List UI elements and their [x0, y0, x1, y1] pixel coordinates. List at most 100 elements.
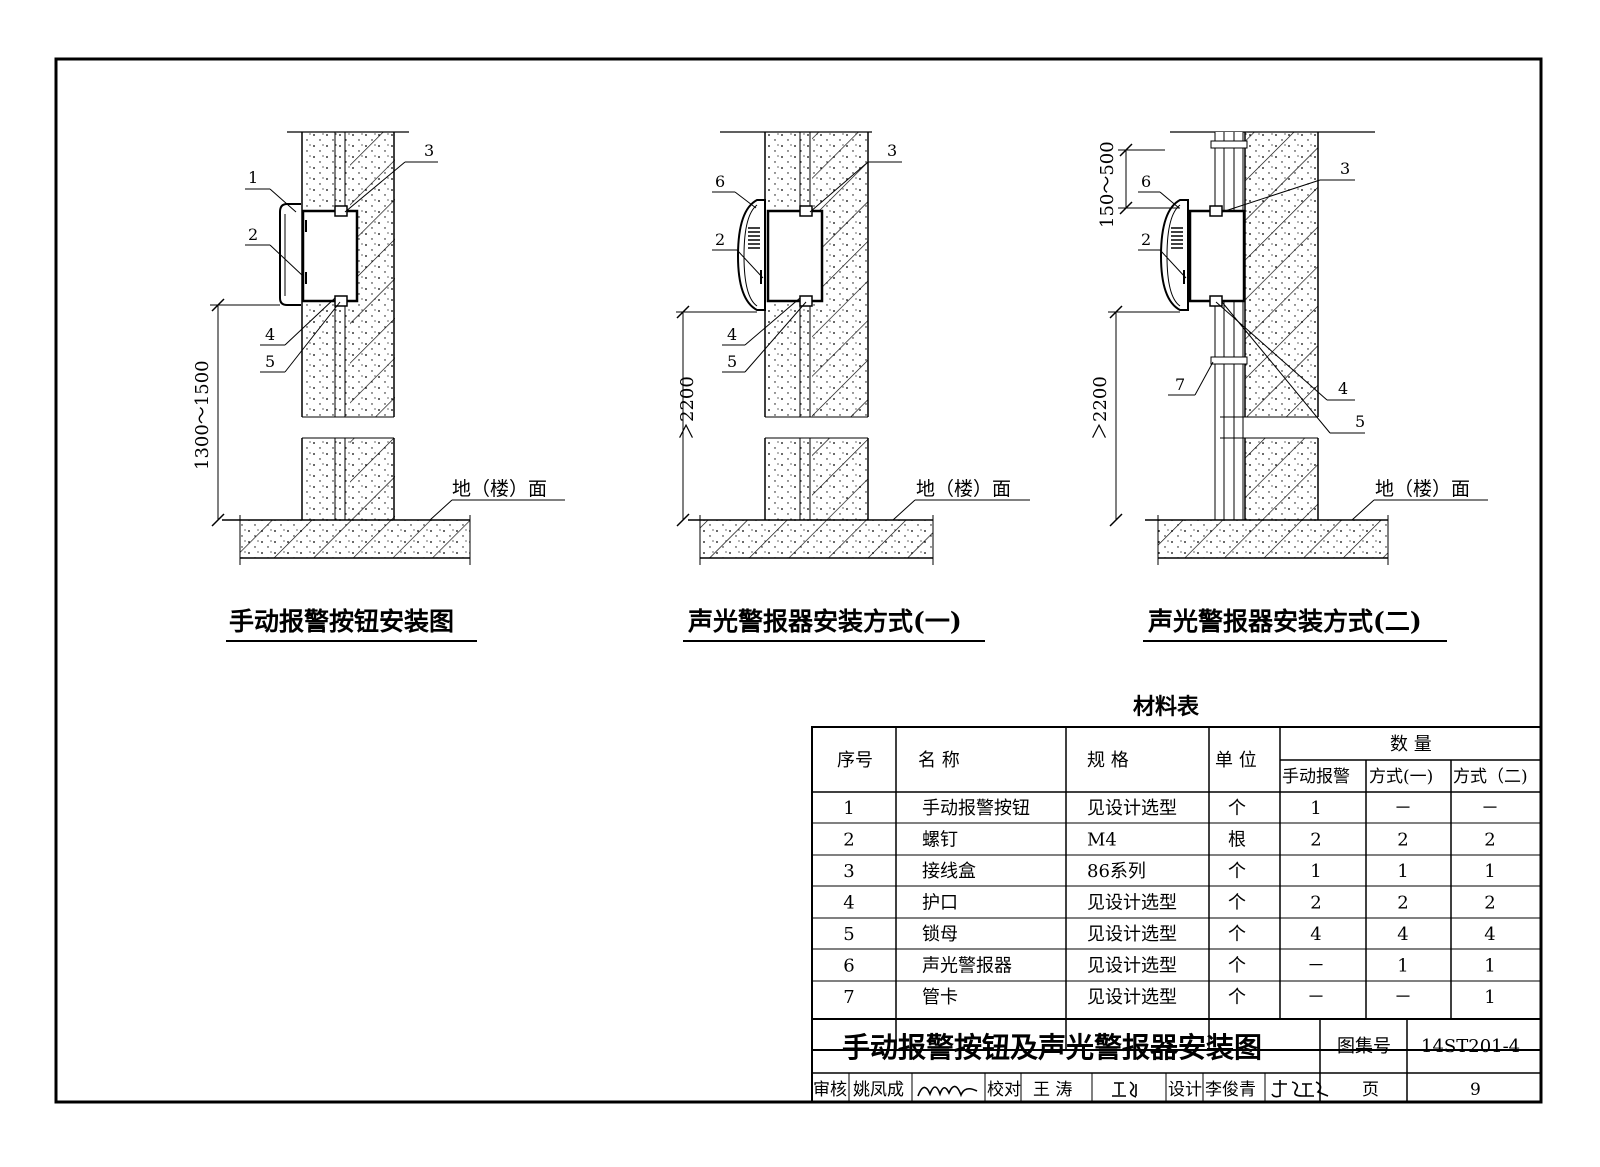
table-cell-unit: 个: [1228, 798, 1246, 819]
table-cell-spec: 见设计选型: [1087, 798, 1177, 819]
table-cell-index: 4: [843, 893, 854, 914]
view-title: 手动报警按钮安装图: [229, 607, 454, 636]
view-manual-alarm-button: 1 2 3 4 5 1300～1500 地（楼）面 手动报警按钮安装图: [192, 131, 565, 642]
junction-box: [766, 209, 824, 303]
floor-label: 地（楼）面: [452, 478, 547, 500]
design-label: 设计: [1168, 1080, 1202, 1100]
reviewer-name: 姚凤成: [853, 1080, 904, 1100]
table-cell-index: 3: [843, 861, 854, 882]
junction-box: [1188, 209, 1246, 303]
table-cell-q1: 1: [1310, 861, 1321, 882]
checker-signature: [1112, 1081, 1137, 1098]
table-cell-q2: 1: [1397, 956, 1408, 977]
title-block: 手动报警按钮及声光警报器安装图 图集号 14ST201-4 审核 姚凤成 校对 …: [811, 1018, 1542, 1103]
table-cell-unit: 根: [1228, 830, 1246, 851]
table-cell-spec: 见设计选型: [1087, 987, 1177, 1008]
floor-slab: [688, 515, 934, 565]
floor-slab: [1145, 515, 1389, 565]
table-cell-q3: 2: [1484, 893, 1495, 914]
view-title: 声光警报器安装方式(二): [1148, 607, 1422, 636]
callout-2: 2: [1141, 230, 1151, 249]
header-q2: 方式(一): [1369, 767, 1433, 787]
table-cell-spec: 见设计选型: [1087, 924, 1177, 945]
table-cell-q3: 1: [1484, 956, 1495, 977]
table-cell-q3: －: [1481, 798, 1499, 819]
header-unit: 单 位: [1215, 750, 1257, 771]
review-label: 审核: [813, 1080, 847, 1100]
callout-4: 4: [265, 325, 275, 344]
page-label: 页: [1362, 1080, 1379, 1100]
header-quantity: 数 量: [1390, 734, 1432, 755]
callout-1: 1: [248, 168, 258, 187]
table-cell-name: 接线盒: [922, 861, 976, 882]
callout-6: 6: [715, 172, 725, 191]
header-q1: 手动报警: [1282, 767, 1350, 787]
table-cell-q1: －: [1307, 987, 1325, 1008]
table-cell-q2: 4: [1397, 924, 1408, 945]
callout-3: 3: [1340, 159, 1350, 178]
table-cell-spec: 86系列: [1087, 861, 1146, 882]
table-cell-name: 手动报警按钮: [922, 798, 1030, 819]
materials-table: 材料表 序号 名 称 规 格 单 位 数 量 手动报警 方式(一) 方式（二) …: [811, 694, 1542, 1051]
reviewer-signature: [917, 1085, 978, 1098]
atlas-label: 图集号: [1337, 1036, 1391, 1057]
table-cell-spec: M4: [1087, 830, 1117, 851]
dimension-label: 1300～1500: [192, 360, 213, 470]
table-cell-name: 锁母: [922, 924, 958, 945]
designer-name: 李俊青: [1205, 1080, 1256, 1100]
callout-3: 3: [887, 141, 897, 160]
atlas-number: 14ST201-4: [1421, 1036, 1520, 1057]
table-cell-index: 1: [843, 798, 854, 819]
view-strobe-mode-two: 6 2 3 7 4 5 150～500 ＞2200 地（楼）面 声光警报器安装方…: [1090, 131, 1488, 642]
table-cell-unit: 个: [1228, 987, 1246, 1008]
sheet-border: [54, 57, 1543, 1104]
table-cell-q2: 2: [1397, 893, 1408, 914]
table-cell-q1: －: [1307, 956, 1325, 977]
table-cell-q3: 4: [1484, 924, 1495, 945]
callout-5: 5: [727, 352, 737, 371]
wall-lower: [764, 437, 869, 520]
callout-2: 2: [715, 230, 725, 249]
floor-label: 地（楼）面: [1375, 478, 1470, 500]
table-cell-spec: 见设计选型: [1087, 956, 1177, 977]
table-cell-q1: 4: [1310, 924, 1321, 945]
dimension-label: ＞2200: [677, 376, 698, 440]
table-cell-q1: 2: [1310, 893, 1321, 914]
view-strobe-mode-one: 6 2 3 4 5 ＞2200 地（楼）面 声光警报器安装方式(一): [676, 131, 1030, 642]
table-cell-index: 5: [843, 924, 854, 945]
wall-lower: [301, 437, 395, 520]
table-cell-index: 6: [843, 956, 854, 977]
drawing-title: 手动报警按钮及声光警报器安装图: [842, 1031, 1262, 1064]
floor-slab: [222, 515, 471, 565]
page-number: 9: [1470, 1080, 1481, 1100]
materials-title: 材料表: [1133, 694, 1200, 720]
table-cell-q3: 1: [1484, 861, 1495, 882]
callout-6: 6: [1141, 172, 1151, 191]
designer-signature: [1271, 1080, 1329, 1098]
table-cell-q1: 2: [1310, 830, 1321, 851]
floor-label: 地（楼）面: [916, 478, 1011, 500]
table-cell-q3: 1: [1484, 987, 1495, 1008]
callout-3: 3: [424, 141, 434, 160]
check-label: 校对: [987, 1080, 1021, 1100]
callout-4: 4: [727, 325, 737, 344]
wall-upper: [1244, 132, 1319, 418]
header-index: 序号: [837, 750, 873, 771]
header-spec: 规 格: [1087, 750, 1129, 771]
table-cell-name: 护口: [922, 893, 958, 914]
callout-4: 4: [1338, 379, 1348, 398]
view-title: 声光警报器安装方式(一): [688, 607, 962, 636]
table-cell-q1: 1: [1310, 798, 1321, 819]
table-cell-spec: 见设计选型: [1087, 893, 1177, 914]
header-name: 名 称: [918, 750, 960, 771]
wall-lower: [1244, 437, 1319, 520]
table-cell-unit: 个: [1228, 861, 1246, 882]
table-cell-q2: 1: [1397, 861, 1408, 882]
table-cell-name: 螺钉: [922, 830, 958, 851]
callout-5: 5: [265, 352, 275, 371]
table-cell-unit: 个: [1228, 956, 1246, 977]
manual-button-device: [279, 203, 301, 306]
pipe-clamp: [1210, 356, 1248, 365]
checker-name: 王 涛: [1033, 1080, 1072, 1100]
